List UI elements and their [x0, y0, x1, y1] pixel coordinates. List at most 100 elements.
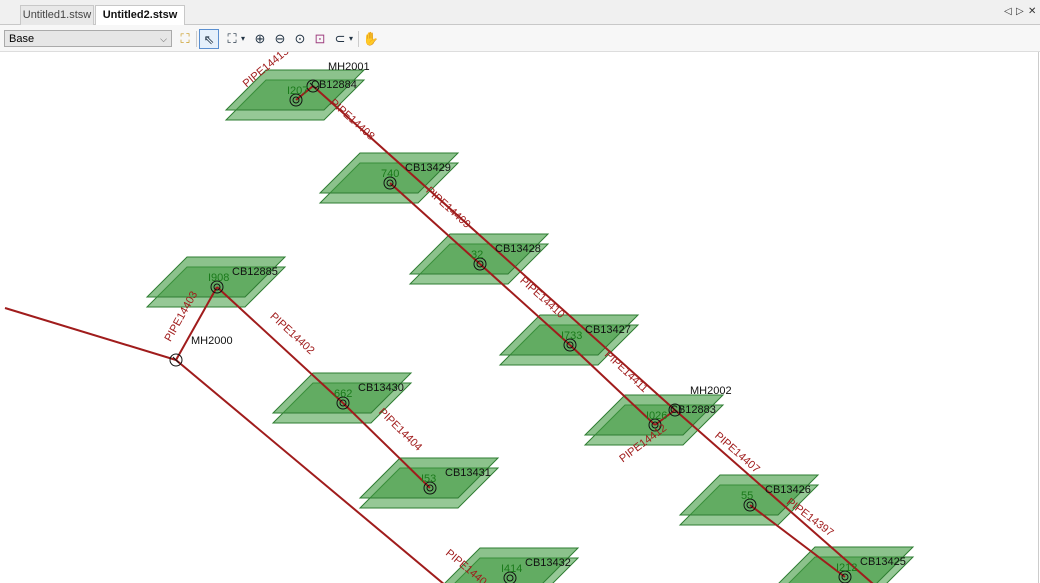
pipe-label: PIPE14411 [602, 349, 650, 395]
manhole-node[interactable] [668, 403, 682, 417]
tab-untitled1[interactable]: Untitled1.stsw [20, 5, 94, 25]
catch-basin-number: 740 [381, 168, 399, 180]
zoom-extents-icon[interactable]: ⛶ [227, 31, 237, 46]
map-toolbar: Base ⌵ ⛶ ⇖ ⛶ ▾ ⊕ ⊖ ⊙ ⊡ ⊂ ▾ ✋ [0, 25, 1040, 52]
zoom-in-icon[interactable]: ⊕ [254, 31, 266, 46]
chevron-down-icon[interactable]: ▾ [240, 34, 245, 43]
catch-basin-node-inner [339, 399, 347, 407]
pipe-pipe14409[interactable] [389, 182, 481, 265]
catch-basin-node-inner [476, 260, 484, 268]
pipe-label: PIPE14397 [784, 496, 836, 539]
catch-basin-node[interactable] [648, 418, 662, 432]
catch-basin-node[interactable] [473, 257, 487, 271]
pipe-pipe14412[interactable] [654, 409, 676, 426]
catch-basin-label: CB13429 [405, 162, 451, 174]
manhole-mark [172, 356, 180, 364]
catch-basin-plate[interactable] [408, 233, 550, 275]
document-tab-bar: Untitled1.stsw Untitled2.stsw ◁ ▷ ✕ [0, 0, 1040, 26]
catch-basin-node[interactable] [563, 338, 577, 352]
manhole-node[interactable] [169, 353, 183, 367]
manhole-label: MH2001 [328, 61, 370, 73]
catch-basin-plate[interactable] [583, 394, 725, 436]
pipe-pipe14410[interactable] [479, 263, 571, 346]
catch-basin-number: I908 [208, 272, 229, 284]
pipe-label: PIPE14409 [423, 185, 472, 231]
manhole-mark [309, 82, 317, 90]
pan-hand-icon[interactable]: ✋ [362, 31, 380, 46]
catch-basin-label: CB13426 [765, 484, 811, 496]
catch-basin-label: CB13432 [525, 557, 571, 569]
tab-untitled2[interactable]: Untitled2.stsw [95, 5, 185, 26]
pipe-pipe14401[interactable] [4, 307, 177, 361]
pipe-pipe14397[interactable] [749, 504, 846, 578]
catch-basin-node-inner [841, 573, 849, 581]
catch-basin-node-inner [506, 574, 514, 582]
zoom-previous-icon[interactable]: ⊙ [294, 31, 306, 46]
zoom-out-icon[interactable]: ⊖ [274, 31, 286, 46]
close-document-icon[interactable]: ✕ [1028, 6, 1037, 17]
catch-basin-plate[interactable] [358, 457, 500, 499]
zoom-window-icon[interactable]: ⊡ [314, 31, 326, 46]
catch-basin-node-inner [292, 96, 300, 104]
catch-basin-node[interactable] [503, 571, 517, 583]
chevron-down-icon: ⌵ [160, 34, 167, 44]
catch-basin-node-inner [213, 283, 221, 291]
catch-basin-number: I026 [646, 410, 667, 422]
pipe-pipe14403[interactable] [175, 286, 218, 361]
catch-basin-label: CB12885 [232, 266, 278, 278]
scroll-tabs-right-icon[interactable]: ▷ [1016, 6, 1024, 17]
pipe-label: PIPE14410 [517, 275, 566, 321]
manhole-label: MH2000 [191, 335, 233, 347]
pipe-label: PIPE14408 [327, 97, 376, 143]
pipe-pipe14404[interactable] [342, 402, 431, 489]
pipe-pipe1440[interactable] [175, 359, 445, 583]
catch-basin-label: CB13431 [445, 467, 491, 479]
catch-basin-plate[interactable] [318, 152, 460, 194]
catch-basin-node[interactable] [289, 93, 303, 107]
catch-basin-node[interactable] [210, 280, 224, 294]
layers-icon[interactable]: ⛶ [180, 31, 190, 46]
catch-basin-node[interactable] [423, 481, 437, 495]
manhole-label: MH2002 [690, 385, 732, 397]
zoom-realtime-icon[interactable]: ⊂ [334, 31, 346, 46]
pipe-pipe14411[interactable] [569, 344, 656, 426]
pipe-pipe14408[interactable] [312, 85, 676, 411]
pipe-label: PIPE14402 [267, 311, 316, 358]
chevron-down-icon[interactable]: ▾ [348, 34, 353, 43]
catch-basin-label: CB13430 [358, 382, 404, 394]
pipe-pipe14402[interactable] [216, 286, 344, 404]
scroll-tabs-left-icon[interactable]: ◁ [1004, 6, 1012, 17]
catch-basin-label: CB13428 [495, 243, 541, 255]
catch-basin-number: I53 [421, 473, 436, 485]
catch-basin-plate[interactable] [145, 256, 287, 298]
catch-basin-plate[interactable] [440, 547, 580, 583]
catch-basin-node[interactable] [383, 176, 397, 190]
layer-select-value: Base [9, 33, 35, 45]
divider [196, 31, 197, 47]
catch-basin-label: CB12884 [311, 79, 357, 91]
catch-basin-plate[interactable] [271, 372, 413, 414]
catch-basin-node-inner [651, 421, 659, 429]
catch-basin-node-inner [426, 484, 434, 492]
catch-basin-label: CB13425 [860, 556, 906, 568]
pipe-label: PIPE14404 [376, 406, 424, 453]
select-arrow-icon[interactable]: ⇖ [199, 29, 219, 49]
pipe-pipe14413[interactable] [295, 85, 314, 101]
pipe-pipe14407[interactable] [674, 409, 880, 583]
layer-select[interactable]: Base ⌵ [4, 30, 172, 47]
catch-basin-number: 55 [741, 490, 753, 502]
manhole-mark [671, 406, 679, 414]
catch-basin-label: CB12883 [670, 404, 716, 416]
catch-basin-node[interactable] [743, 498, 757, 512]
catch-basin-node[interactable] [838, 570, 852, 583]
catch-basin-plate[interactable] [775, 546, 915, 583]
manhole-node[interactable] [306, 79, 320, 93]
catch-basin-number: I207 [287, 85, 308, 97]
catch-basin-node[interactable] [336, 396, 350, 410]
catch-basin-number: 662 [334, 388, 352, 400]
catch-basin-node-inner [746, 501, 754, 509]
catch-basin-number: I212 [836, 562, 857, 574]
divider [358, 31, 359, 47]
